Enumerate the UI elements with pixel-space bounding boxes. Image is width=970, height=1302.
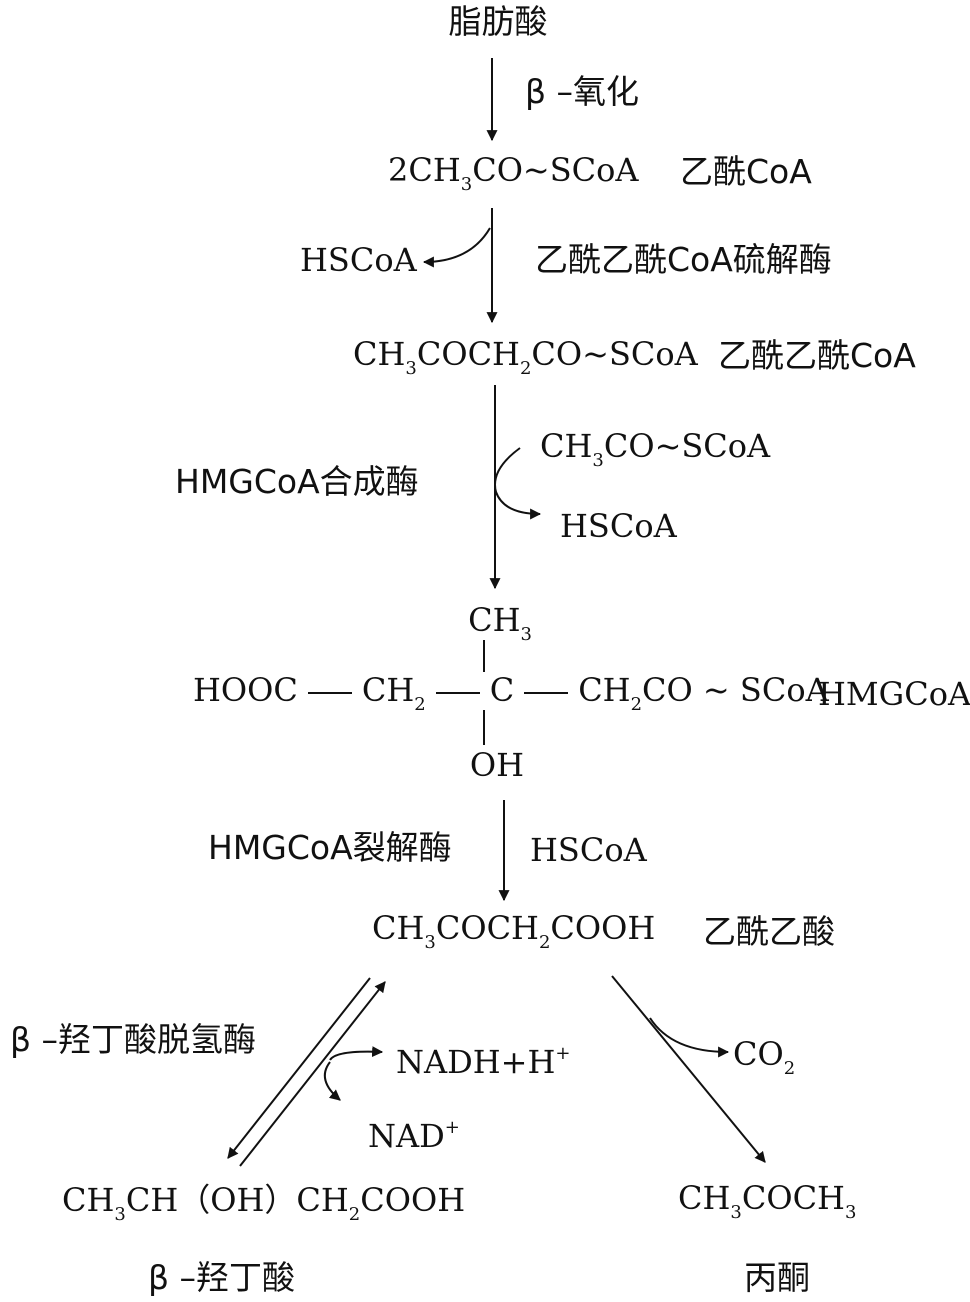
acetyl-coa-formula: 2CH3CO~SCoA (388, 151, 639, 195)
hmgcoa-name: HMGCoA (818, 675, 970, 713)
arrow-branch-acetylcoa-in-hscoa-out (494, 447, 542, 520)
nad-label: NAD+ (368, 1117, 460, 1155)
arrow-oxidation (239, 981, 386, 1167)
thiolase-hscoa-label: HSCoA (300, 241, 417, 279)
acetone-formula: CH3COCH3 (678, 1179, 857, 1223)
acetone-name: 丙酮 (744, 1258, 810, 1297)
arrow-branch-co2-out (649, 1017, 730, 1058)
co2-label: CO2 (733, 1035, 796, 1079)
acetoacetyl-coa-formula: CH3COCH2CO~SCoA (353, 335, 698, 379)
arrow-branch-nadh-in (329, 1046, 384, 1061)
arrow-reduction (227, 977, 371, 1159)
acetoacetyl-coa-name: 乙酰乙酰CoA (718, 336, 916, 375)
fatty-acid-label: 脂肪酸 (448, 2, 548, 41)
acetoacetic-acid-formula: CH3COCH2COOH (372, 909, 656, 953)
beta-hydroxybutyrate-name: β –羟丁酸 (148, 1258, 296, 1297)
acetoacetic-acid-name: 乙酰乙酸 (703, 912, 835, 951)
hmgcoa-methyl-group: CH3 (468, 601, 532, 645)
thiolase-enzyme-label: 乙酰乙酰CoA硫解酶 (535, 240, 832, 279)
arrow-branch-nad-out (323, 1061, 341, 1101)
hmgcoa-lyase-label: HMGCoA裂解酶 (208, 828, 452, 867)
beta-hydroxybutyrate-formula: CH3CH（OH）CH2COOH (62, 1181, 466, 1225)
hmgcoa-hydroxyl-group: OH (469, 746, 525, 784)
bdh-enzyme-label: β –羟丁酸脱氢酶 (10, 1020, 257, 1059)
beta-oxidation-label: β –氧化 (525, 72, 640, 111)
synthase-output-hscoa: HSCoA (560, 507, 677, 545)
arrow-branch-hscoa-release (422, 227, 491, 268)
arrow-decarboxylation (611, 975, 766, 1163)
nadh-label: NADH+H+ (396, 1043, 571, 1081)
hmgcoa-synthase-label: HMGCoA合成酶 (175, 462, 419, 501)
acetyl-coa-name: 乙酰CoA (680, 152, 812, 191)
lyase-hscoa-label: HSCoA (530, 831, 647, 869)
synthase-input-acetyl-coa: CH3CO~SCoA (540, 427, 771, 471)
